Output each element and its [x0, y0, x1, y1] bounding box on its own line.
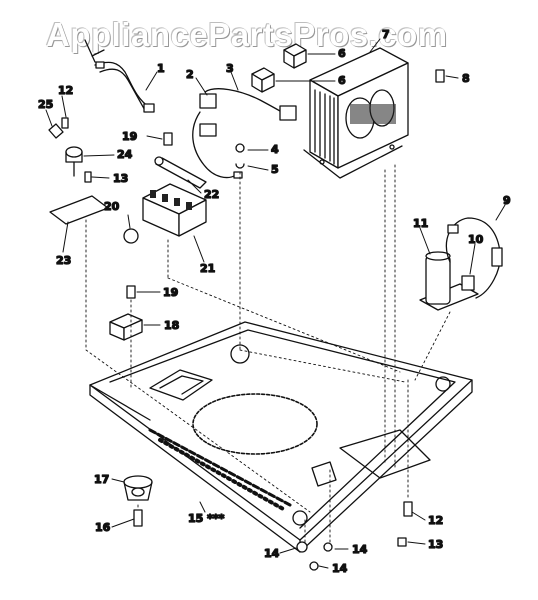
- callout-10: 10: [468, 233, 484, 246]
- callout-12b: 12: [428, 514, 443, 527]
- clip-ring: [123, 228, 139, 244]
- callout-24: 24: [117, 148, 133, 161]
- callout-12a: 12: [58, 84, 73, 97]
- capacitor-assembly: [419, 217, 503, 311]
- callout-13b: 13: [428, 538, 443, 551]
- callout-25: 25: [38, 98, 53, 111]
- lead-wires: [192, 88, 297, 179]
- leader-lines: [45, 38, 506, 569]
- transformer: [303, 47, 409, 179]
- callout-15: 15 ***: [188, 512, 225, 525]
- callout-5: 5: [271, 163, 279, 176]
- callout-21: 21: [200, 262, 215, 275]
- item-6-blocks: [251, 43, 307, 93]
- callout-4: 4: [271, 143, 279, 156]
- foot-and-screw: [123, 475, 153, 527]
- guide-lines: [85, 164, 451, 546]
- fuse: [154, 156, 207, 189]
- callout-20: 20: [104, 200, 120, 213]
- callout-labels: 1 2 3 4 5 6 6 7 8 9 10 11 12 12 13 13 14…: [37, 27, 511, 575]
- screws: [61, 69, 445, 571]
- terminal-block: [142, 183, 207, 237]
- callout-23: 23: [56, 254, 71, 267]
- callout-14c: 14: [332, 562, 348, 575]
- callout-3: 3: [226, 62, 234, 75]
- callout-6a: 6: [338, 47, 346, 60]
- base-plate: [89, 321, 473, 553]
- callout-17: 17: [94, 473, 109, 486]
- callout-22: 22: [204, 188, 219, 201]
- callout-16: 16: [95, 521, 111, 534]
- callout-1: 1: [157, 62, 165, 75]
- callout-11: 11: [413, 217, 428, 230]
- callout-9: 9: [503, 194, 511, 207]
- callout-14a: 14: [264, 547, 280, 560]
- callout-19a: 19: [122, 130, 137, 143]
- watermark: AppliancePartsPros.com: [46, 16, 448, 53]
- callout-13a: 13: [113, 172, 128, 185]
- callout-19b: 19: [163, 286, 178, 299]
- item-18-block: [109, 313, 143, 341]
- wire-harness: [84, 39, 155, 113]
- callout-18: 18: [164, 319, 179, 332]
- callout-14b: 14: [352, 543, 368, 556]
- callout-2: 2: [186, 68, 194, 81]
- thermostat-bracket: [48, 123, 109, 225]
- callout-7: 7: [382, 28, 390, 41]
- callout-6b: 6: [338, 74, 346, 87]
- callout-8: 8: [462, 72, 470, 85]
